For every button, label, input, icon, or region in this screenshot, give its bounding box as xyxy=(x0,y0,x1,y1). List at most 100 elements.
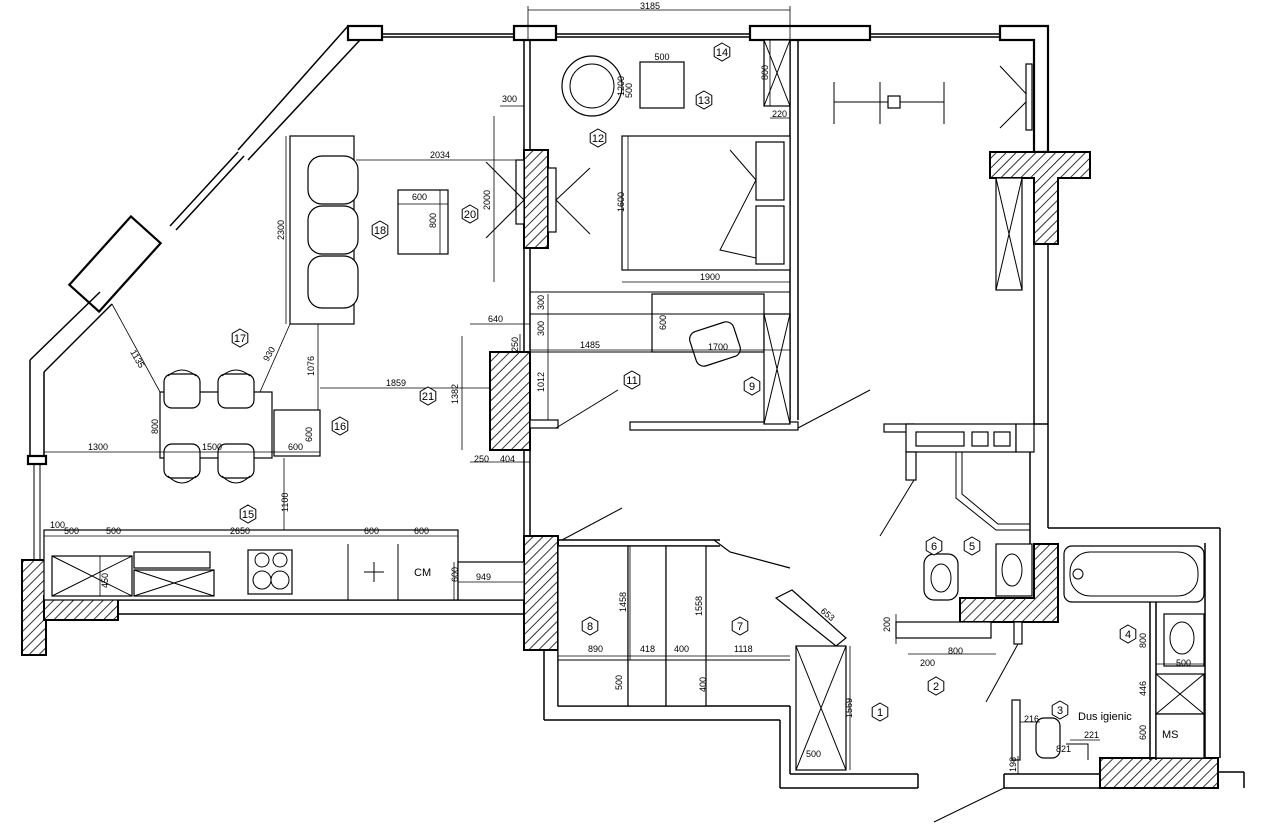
tag-number: 14 xyxy=(716,47,728,59)
dim-220: 220 xyxy=(772,109,787,119)
dim-200: 200 xyxy=(882,617,892,632)
dim-821: 821 xyxy=(1056,744,1071,754)
tag-hexagon xyxy=(581,616,599,636)
tag-number: 3 xyxy=(1057,705,1063,717)
tag-number: 2 xyxy=(933,681,939,693)
item-tag-4: 4 xyxy=(1119,624,1137,644)
dim-1135: 1135 xyxy=(128,348,146,370)
tag-hexagon xyxy=(1051,700,1069,720)
item-tag-11: 11 xyxy=(623,370,641,390)
dim-221: 221 xyxy=(1084,730,1099,740)
dining-chairs xyxy=(163,369,255,484)
item-tag-6: 6 xyxy=(925,536,943,556)
dim-200: 200 xyxy=(920,658,935,668)
dim-500: 500 xyxy=(624,83,634,98)
dim-1859: 1859 xyxy=(386,378,406,388)
dim-300: 300 xyxy=(536,295,546,310)
tag-hexagon xyxy=(695,90,713,110)
dim-500: 500 xyxy=(806,749,821,759)
dim-404: 404 xyxy=(500,454,515,464)
item-tag-16: 16 xyxy=(331,416,349,436)
dim-930: 930 xyxy=(261,345,277,363)
dim-500: 500 xyxy=(64,526,79,536)
item-tag-7: 7 xyxy=(731,616,749,636)
dim-600: 600 xyxy=(304,427,314,442)
dim-198: 198 xyxy=(1008,757,1018,772)
dim-1458: 1458 xyxy=(618,592,628,612)
dim-890: 890 xyxy=(588,644,603,654)
dim-1200: 1200 xyxy=(616,76,626,96)
dim-600: 600 xyxy=(1138,725,1148,740)
item-tag-2: 2 xyxy=(927,676,945,696)
tag-hexagon xyxy=(743,376,761,396)
clothes-rack xyxy=(833,82,945,124)
dim-300: 300 xyxy=(536,321,546,336)
item-tag-12: 12 xyxy=(589,128,607,148)
dim-500: 500 xyxy=(1176,658,1191,668)
interior-walls xyxy=(523,40,1245,789)
tag-number: 8 xyxy=(587,621,593,633)
dim-600: 600 xyxy=(658,315,668,330)
dim-400: 400 xyxy=(674,644,689,654)
dim-1569: 1569 xyxy=(844,698,854,718)
doors xyxy=(485,63,1033,823)
dim-1900: 1900 xyxy=(700,272,720,282)
dim-500: 500 xyxy=(654,52,669,62)
item-tag-18: 18 xyxy=(371,220,389,240)
dim-2034: 2034 xyxy=(430,150,450,160)
item-tag-15: 15 xyxy=(239,504,257,524)
item-tag-14: 14 xyxy=(713,42,731,62)
tag-number: 9 xyxy=(749,381,755,393)
item-tag-3: 3 xyxy=(1051,700,1069,720)
dimension-lines xyxy=(44,6,1204,774)
tag-hexagon xyxy=(713,42,731,62)
label-ms: MS xyxy=(1162,729,1179,741)
tag-number: 16 xyxy=(334,421,346,433)
tag-number: 15 xyxy=(242,509,254,521)
tag-hexagon xyxy=(419,386,437,406)
tag-hexagon xyxy=(925,536,943,556)
dim-500: 500 xyxy=(106,526,121,536)
dim-949: 949 xyxy=(476,572,491,582)
tag-hexagon xyxy=(371,220,389,240)
tag-number: 12 xyxy=(592,133,604,145)
tag-hexagon xyxy=(927,676,945,696)
dim-1382: 1382 xyxy=(450,384,460,404)
dim-800: 800 xyxy=(760,65,770,80)
dim-800: 800 xyxy=(948,646,963,656)
dim-300: 300 xyxy=(502,94,517,104)
label-cm: CM xyxy=(414,567,431,579)
dim-2000: 2000 xyxy=(482,190,492,210)
structural-columns xyxy=(489,149,1219,789)
item-tag-21: 21 xyxy=(419,386,437,406)
dim-800: 800 xyxy=(1138,633,1148,648)
tag-hexagon xyxy=(589,128,607,148)
dimension-labels: 3185 500 500 800 220 300 2034 2000 600 8… xyxy=(50,1,1191,772)
item-tag-9: 9 xyxy=(743,376,761,396)
tag-hexagon xyxy=(871,702,889,722)
item-tag-20: 20 xyxy=(461,204,479,224)
tag-hexagon xyxy=(461,204,479,224)
dim-250: 250 xyxy=(510,337,520,352)
dim-800: 800 xyxy=(150,419,160,434)
tag-hexagon xyxy=(963,536,981,556)
tag-hexagon xyxy=(331,416,349,436)
tag-hexagon xyxy=(231,328,249,348)
item-tag-8: 8 xyxy=(581,616,599,636)
tag-number: 21 xyxy=(422,391,434,403)
item-tag-17: 17 xyxy=(231,328,249,348)
dim-1012: 1012 xyxy=(536,372,546,392)
dim-1500: 1500 xyxy=(202,442,222,452)
tag-number: 6 xyxy=(931,541,937,553)
item-tag-5: 5 xyxy=(963,536,981,556)
dim-1300: 1300 xyxy=(88,442,108,452)
tag-number: 4 xyxy=(1125,629,1131,641)
dim-600: 600 xyxy=(412,192,427,202)
dim-418: 418 xyxy=(640,644,655,654)
tag-number: 5 xyxy=(969,541,975,553)
dim-1558: 1558 xyxy=(694,596,704,616)
dim-3185: 3185 xyxy=(640,1,660,11)
tag-number: 17 xyxy=(234,333,246,345)
tag-number: 18 xyxy=(374,225,386,237)
